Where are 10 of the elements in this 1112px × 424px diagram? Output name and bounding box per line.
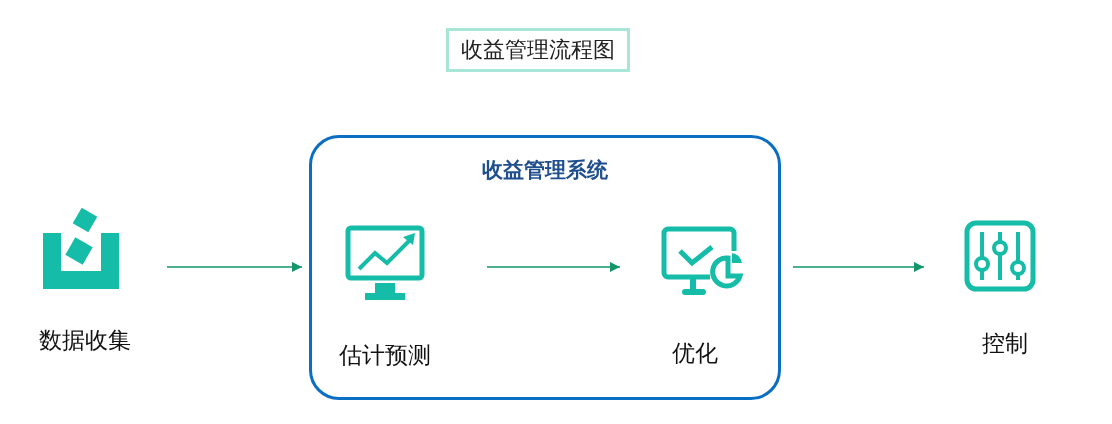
arrow xyxy=(792,262,925,272)
system-container xyxy=(309,135,781,400)
arrow xyxy=(486,262,621,272)
container-heading: 收益管理系统 xyxy=(481,157,609,184)
step-label: 控制 xyxy=(981,329,1029,358)
arrow xyxy=(166,262,303,272)
step-label: 优化 xyxy=(671,339,719,368)
title: 收益管理流程图 xyxy=(446,28,630,72)
step-label: 数据收集 xyxy=(38,326,132,355)
step-label: 估计预测 xyxy=(338,341,432,370)
